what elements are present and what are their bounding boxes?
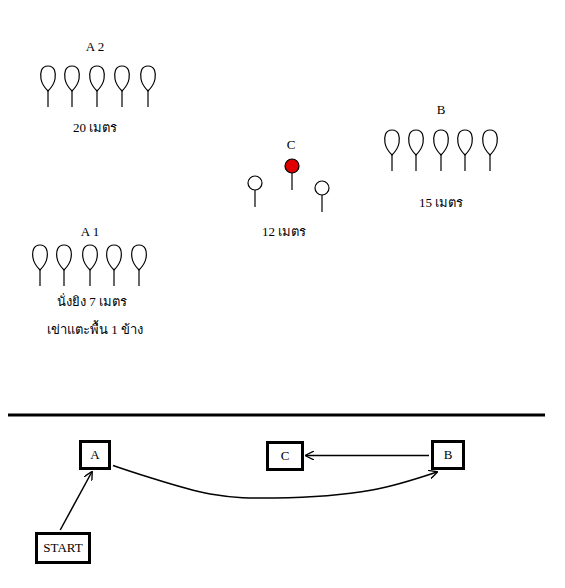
group-name: A 2 (86, 39, 104, 55)
route-arrow (306, 455, 429, 457)
distance-label: 20 เมตร (73, 120, 117, 136)
box-label: A (90, 447, 99, 463)
box-label: B (444, 447, 453, 463)
group-name: A 1 (81, 224, 99, 240)
box-label: START (43, 540, 82, 556)
start-box: START (35, 532, 90, 564)
box-label: C (281, 448, 290, 464)
route-arrow (60, 472, 92, 530)
target-group-a2 (41, 66, 156, 107)
group-name: B (437, 102, 446, 118)
target-group-b (385, 130, 498, 171)
note-label: เข่าแตะพื้น 1 ข้าง (47, 322, 143, 338)
group-name: C (287, 137, 296, 153)
target-group-c (248, 159, 329, 212)
station-box: B (431, 440, 465, 470)
distance-label: 15 เมตร (419, 195, 463, 211)
station-box: A (79, 440, 111, 470)
station-box: C (266, 441, 304, 471)
target-group-a1 (33, 245, 147, 286)
distance-label: นั่งยิง 7 เมตร (57, 294, 127, 310)
distance-label: 12 เมตร (262, 224, 306, 240)
divider-line (8, 414, 545, 417)
